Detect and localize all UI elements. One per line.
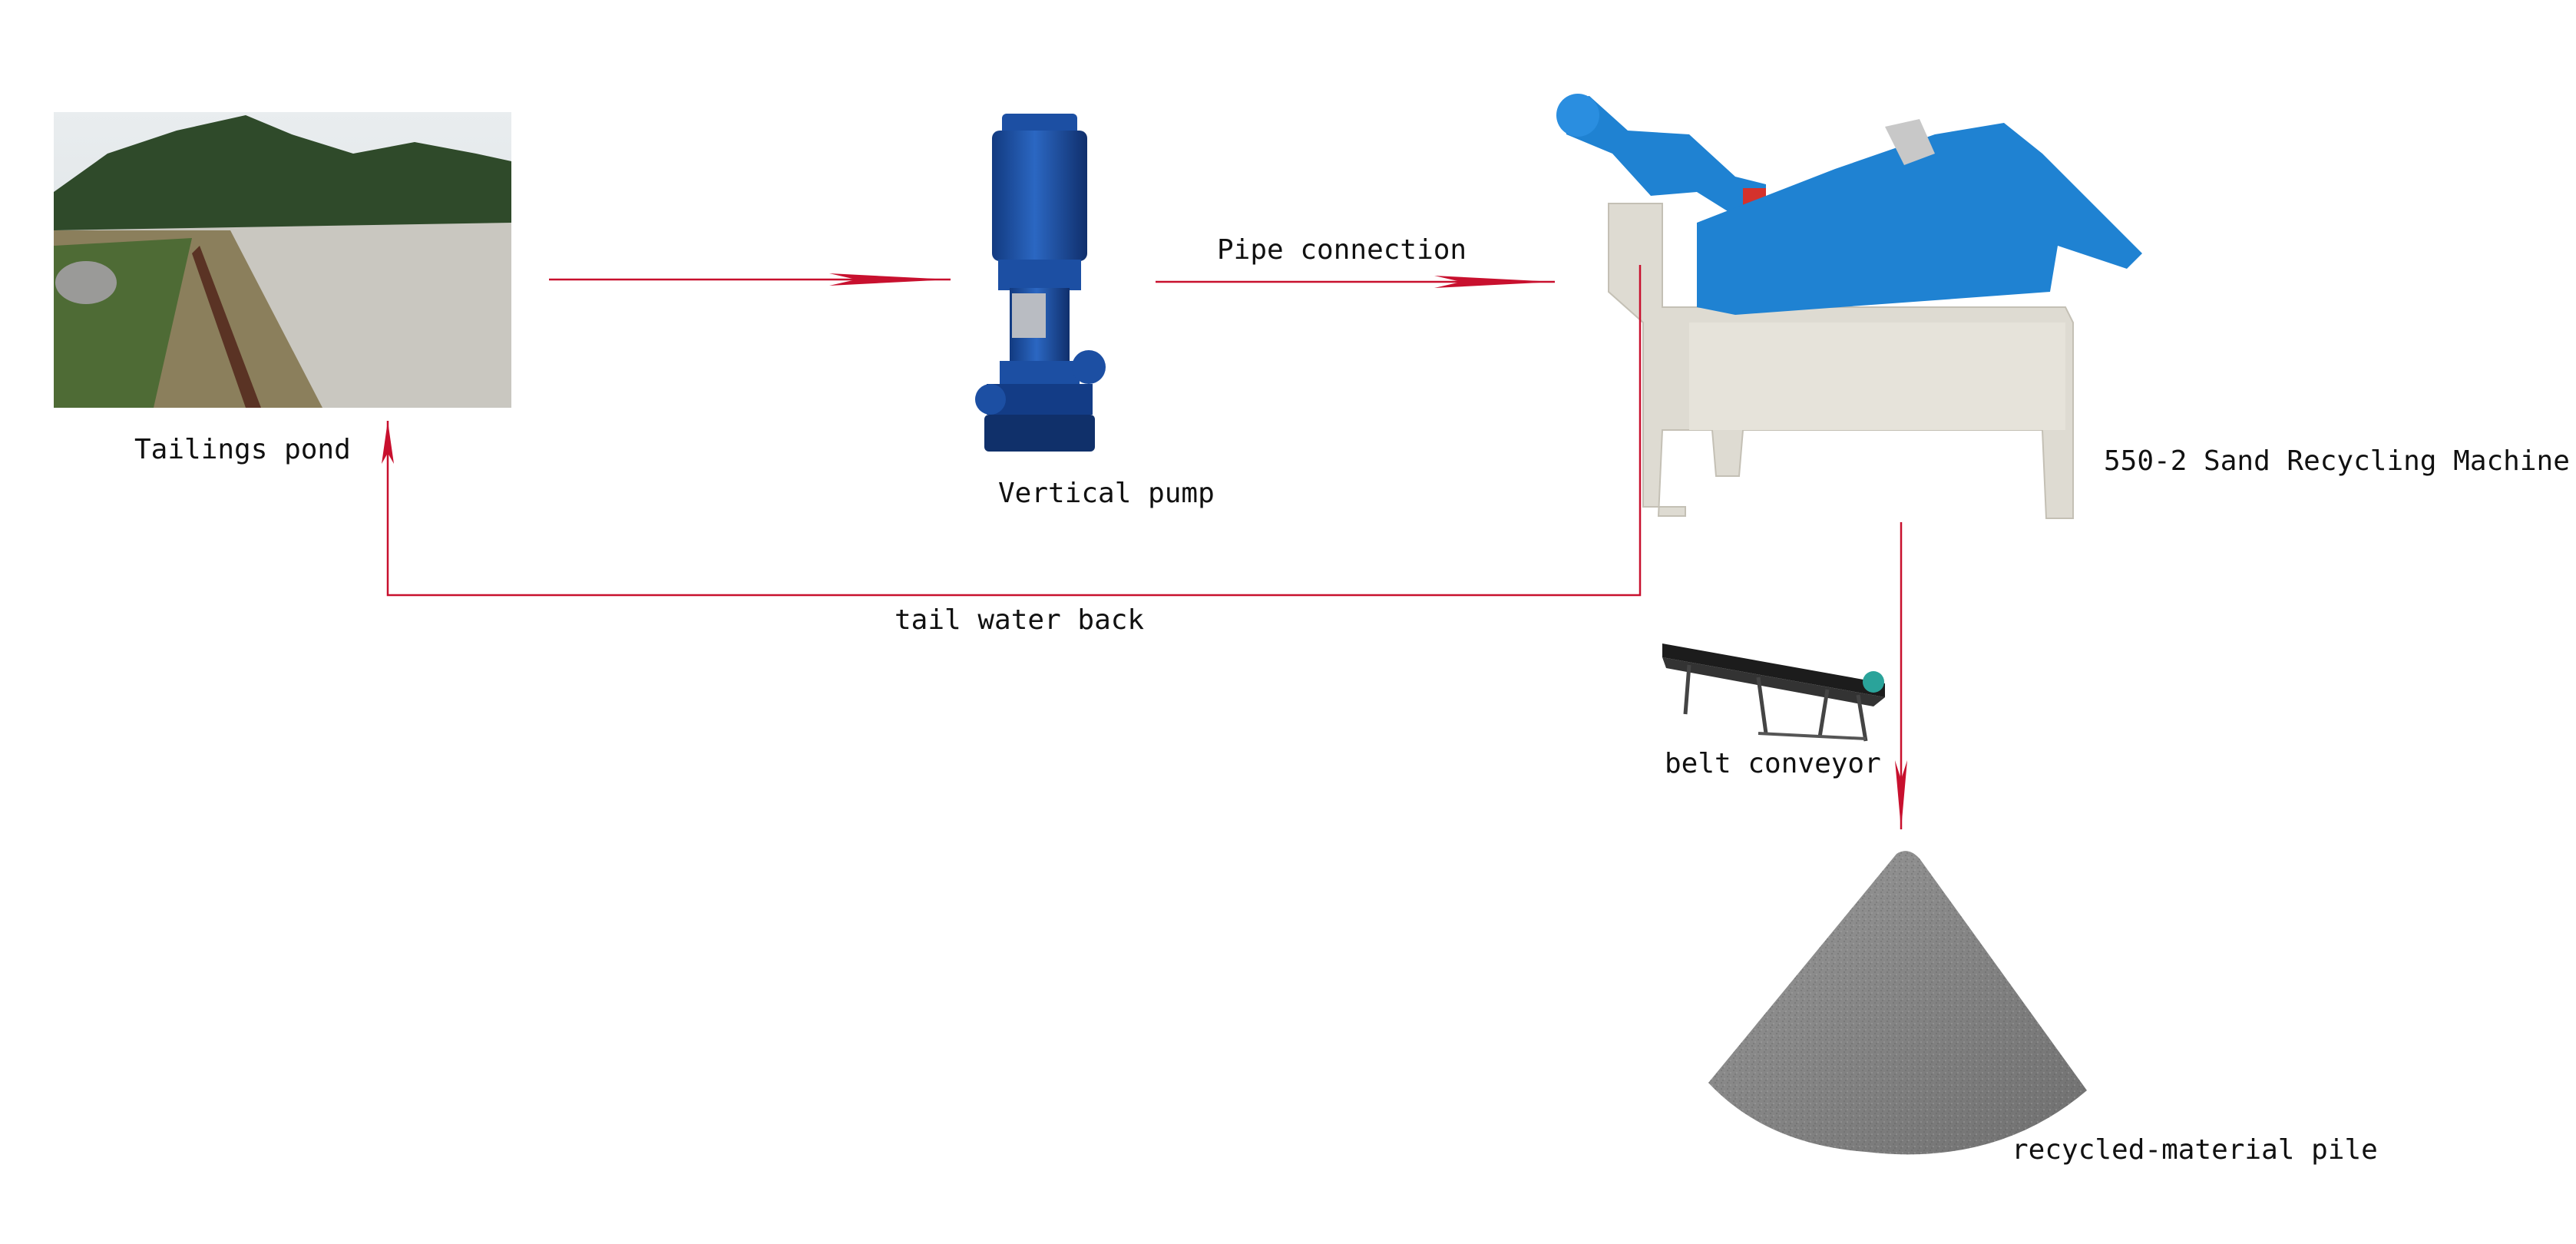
label-vertical-pump: Vertical pump [998,478,1215,509]
label-tail-water-back: tail water back [894,604,1145,636]
arrow-machine-to-pile [1895,522,1907,829]
belt-conveyor-icon [1662,644,1885,742]
label-pipe-connection: Pipe connection [1217,234,1467,266]
label-tailings-pond: Tailings pond [134,434,351,465]
label-material-pile: recycled-material pile [2012,1134,2378,1166]
label-belt-conveyor: belt conveyor [1665,748,1881,779]
arrow-pond-to-pump [549,273,951,286]
sand-recycling-machine-icon [1556,94,2142,519]
tailings-pond-photo [54,112,511,408]
material-pile-icon [1708,851,2087,1155]
arrow-tail-water-back [382,265,1642,597]
vertical-pump-icon [975,114,1106,452]
arrow-pump-to-machine [1156,276,1555,288]
label-sand-recycling-machine: 550-2 Sand Recycling Machine [2104,445,2570,477]
